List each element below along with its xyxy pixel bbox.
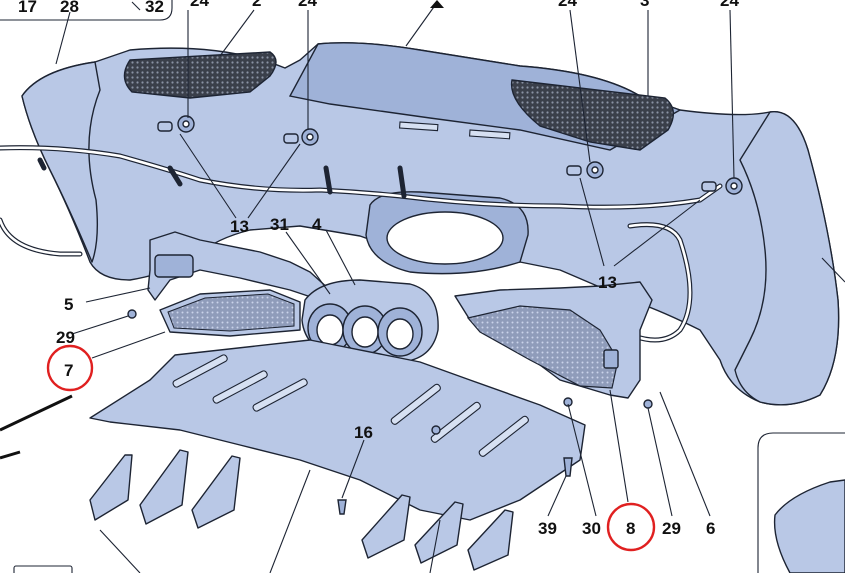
right-vent-grille	[510, 79, 674, 151]
callout-label: 6	[706, 519, 715, 538]
callout-label: 24	[298, 0, 317, 10]
rear-undertray	[89, 339, 586, 521]
direction-arrow-icon	[430, 0, 444, 8]
section-line	[0, 394, 73, 432]
inset-frame-bottomright	[757, 432, 845, 573]
callout-label: 3	[640, 0, 649, 10]
callout-label: 2	[252, 0, 261, 10]
left-bracket	[147, 231, 331, 301]
callout-labels: 17 28 32 24 2 24 24 3 24 13 31 4 13 5 29…	[18, 0, 739, 538]
callout-label: 32	[145, 0, 164, 16]
callout-label: 30	[582, 519, 601, 538]
undertray-fins	[89, 449, 514, 571]
screws	[127, 309, 653, 515]
wiring-harness	[0, 145, 723, 343]
leader-lines	[55, 1, 735, 573]
section-line	[0, 450, 21, 460]
left-diffuser-mesh	[167, 293, 295, 332]
callout-label: 13	[230, 217, 249, 236]
callout-label: 39	[538, 519, 557, 538]
callout-label: 24	[190, 0, 209, 10]
undertray-slots	[172, 354, 529, 457]
deck-slot	[398, 121, 439, 132]
callout-label: 8	[626, 519, 635, 538]
deck-slot	[468, 129, 511, 140]
callout-label: 16	[354, 423, 373, 442]
callout-label: 7	[64, 361, 73, 380]
left-vent-grille	[123, 51, 277, 99]
highlight-circle-7	[46, 344, 94, 392]
callout-label: 28	[60, 0, 79, 16]
callout-label: 31	[270, 215, 289, 234]
exhaust-tips-assembly	[301, 279, 439, 363]
inset-frame-bottomleft	[13, 565, 73, 573]
highlight-circle-8	[606, 502, 656, 552]
left-bracket-module	[154, 254, 194, 278]
exhaust-opening	[386, 211, 504, 265]
right-wing-edge	[821, 257, 845, 283]
callout-label: 24	[720, 0, 739, 10]
callout-label: 4	[312, 215, 322, 234]
right-bumper-wing	[734, 110, 840, 406]
callout-label: 29	[662, 519, 681, 538]
right-diffuser-mesh	[466, 305, 619, 389]
inset-frame-topleft	[0, 0, 173, 21]
bumper-fasteners	[157, 115, 743, 195]
callout-label: 17	[18, 0, 37, 16]
callout-label: 24	[558, 0, 577, 10]
inset-part	[773, 479, 845, 573]
left-bumper-wing	[21, 61, 101, 263]
callout-label: 29	[56, 328, 75, 347]
callout-label: 5	[64, 295, 73, 314]
right-bracket-connector	[603, 349, 619, 369]
callout-label: 13	[598, 273, 617, 292]
